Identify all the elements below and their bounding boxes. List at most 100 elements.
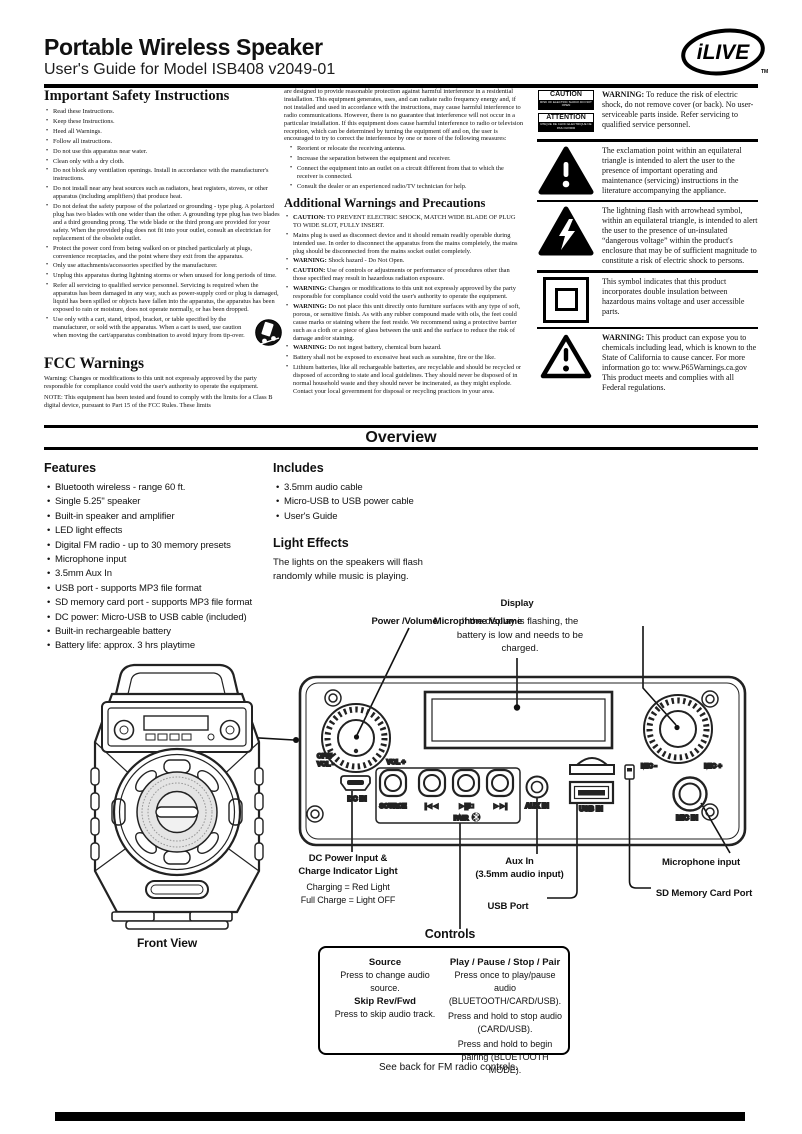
panel-outline	[298, 675, 747, 847]
features-section: Features Bluetooth wireless - range 60 f…	[44, 461, 276, 654]
logo-tm: TM	[761, 69, 768, 75]
safety-column: Important Safety Instructions Read these…	[44, 88, 282, 409]
interference-column: are designed to provide reasonable prote…	[284, 88, 524, 398]
warning-triangle-icon	[540, 335, 592, 379]
attention-box: ATTENTION RISQUE DE CHOC ELECTRIQUE NE P…	[538, 112, 594, 133]
sd-indicator	[624, 764, 635, 780]
source-button[interactable]	[378, 768, 408, 798]
panel-screws	[306, 689, 719, 823]
caution-box: CAUTION RISK OF ELECTRIC SHOCK DO NOT OP…	[538, 90, 594, 110]
display-note: If the display is flashing, the battery …	[456, 616, 584, 654]
feature-item: SD memory card port - supports MP3 file …	[44, 596, 276, 611]
interference-bullet: Increase the separation between the equi…	[288, 155, 524, 163]
safety-bullet: Read these Instructions.	[44, 108, 282, 116]
source-control-desc: Press to change audio source.	[340, 970, 430, 993]
lightning-triangle-icon	[538, 206, 594, 256]
safety-bullet: Heed all Warnings.	[44, 128, 282, 136]
includes-heading: Includes	[273, 461, 324, 475]
aux-in-jack[interactable]	[525, 775, 549, 799]
prev-label: |◄◄	[425, 803, 439, 810]
next-button[interactable]	[485, 768, 515, 798]
feature-item: USB port - supports MP3 file format	[44, 582, 276, 597]
safety-bullet: Keep these Instructions.	[44, 118, 282, 126]
light-effects-text: The lights on the speakers will flash ra…	[273, 557, 423, 582]
warning-bullet: WARNING: Do not ingest battery, chemical…	[284, 344, 524, 352]
notices-column: CAUTION RISK OF ELECTRIC SHOCK DO NOT OP…	[537, 88, 758, 395]
dc-full-charge-note: Full Charge = Light OFF	[300, 895, 396, 905]
play-control-desc3: Press and hold to begin pairing (BLUETOO…	[457, 1039, 553, 1075]
safety-list: Read these Instructions. Keep these Inst…	[44, 108, 282, 348]
play-control-desc1: Press once to play/pause audio (BLUETOOT…	[448, 970, 562, 1006]
fcc-continuation: are designed to provide reasonable prote…	[284, 88, 524, 143]
see-back-note: See back for FM radio controls.	[379, 1062, 518, 1073]
logo-text: iLIVE	[697, 41, 751, 64]
controls-heading: Controls	[424, 927, 476, 941]
footer-rule	[55, 1112, 745, 1121]
power-volume-callout: Power /Volume	[371, 616, 438, 627]
page-subtitle: User's Guide for Model ISB408 v2049-01	[44, 61, 336, 78]
source-label: SOURCE	[380, 803, 407, 810]
feature-item: Built-in rechargeable battery	[44, 625, 276, 640]
notice-divider	[537, 139, 758, 142]
interference-list: Reorient or relocate the receiving anten…	[284, 145, 524, 191]
warning-bullet: Lithium batteries, like all rechargeable…	[284, 364, 524, 396]
feature-item: Digital FM radio - up to 30 memory prese…	[44, 539, 276, 554]
next-label: ►►|	[493, 803, 507, 810]
mic-in-jack[interactable]	[672, 776, 708, 812]
include-item: 3.5mm audio cable	[273, 481, 463, 496]
warning-bullet: Battery shall not be exposed to excessiv…	[284, 354, 524, 362]
power-volume-knob[interactable]	[321, 703, 391, 773]
notice-shock: CAUTION RISK OF ELECTRIC SHOCK DO NOT OP…	[537, 90, 758, 135]
safety-heading: Important Safety Instructions	[44, 88, 230, 104]
prev-button[interactable]	[417, 768, 447, 798]
pair-label: PAIR	[454, 815, 469, 822]
warning-bullet: CAUTION: TO PREVENT ELECTRIC SHOCK, MATC…	[284, 214, 524, 230]
include-item: Micro-USB to USB power cable	[273, 495, 463, 510]
include-item: User's Guide	[273, 510, 463, 525]
dc-power-label: DC Power Input & Charge Indicator Light …	[292, 852, 404, 907]
warning-bullet: Mains plug is used as disconnect device …	[284, 232, 524, 256]
fcc-heading: FCC Warnings	[44, 354, 145, 372]
mic-volume-knob[interactable]	[643, 694, 713, 764]
usb-in-label: USB IN	[579, 806, 603, 813]
buttons-box	[375, 767, 521, 824]
feature-item: Built-in speaker and amplifier	[44, 510, 276, 525]
play-pause-button[interactable]	[451, 768, 481, 798]
safety-bullet: Do not defeat the safety purpose of the …	[44, 203, 282, 243]
dc-charging-note: Charging = Red Light	[306, 882, 390, 892]
safety-bullet: Clean only with a dry cloth.	[44, 158, 282, 166]
overview-banner: Overview	[44, 425, 758, 450]
feature-item: Battery life: approx. 3 hrs playtime	[44, 639, 276, 654]
vol-minus-label: VOL -	[317, 761, 334, 768]
warning-bullet: WARNING: Changes or modifications to thi…	[284, 285, 524, 301]
mic-plus-label: MIC +	[704, 763, 722, 770]
interference-bullet: Reorient or relocate the receiving anten…	[288, 145, 524, 153]
aux-in-callout: Aux In (3.5mm audio input)	[475, 856, 564, 880]
mic-in-label: MIC IN	[676, 815, 698, 822]
front-view-drawing	[90, 663, 264, 930]
sd-card-slot[interactable]	[569, 757, 615, 775]
page-title: Portable Wireless Speaker	[44, 34, 323, 60]
play-control-desc2: Press and hold to stop audio (CARD/USB).	[447, 1011, 563, 1034]
includes-section: Includes 3.5mm audio cable Micro-USB to …	[273, 461, 463, 583]
safety-bullet: Do not block any ventilation openings. I…	[44, 167, 282, 183]
aux-in-label: AUX IN	[525, 803, 549, 810]
controls-box: Source Press to change audio source. Ski…	[318, 946, 570, 1075]
notice-divider	[537, 270, 758, 273]
source-control-title: Source	[368, 957, 402, 968]
bluetooth-icon	[471, 812, 481, 822]
includes-list: 3.5mm audio cable Micro-USB to USB power…	[273, 481, 463, 525]
fcc-paragraph: Warning: Changes or modifications to thi…	[44, 374, 259, 390]
safety-bullet: Refer all servicing to qualified service…	[44, 282, 282, 314]
ilive-logo: iLIVE TM	[681, 28, 768, 76]
off-label: OFF/	[317, 753, 332, 760]
usb-port[interactable]	[568, 780, 615, 805]
feature-item: Microphone input	[44, 553, 276, 568]
dc-in-port[interactable]	[340, 775, 371, 791]
skip-control-title: Skip Rev/Fwd	[354, 996, 416, 1007]
feature-item: LED light effects	[44, 524, 276, 539]
fcc-paragraph: NOTE: This equipment has been tested and…	[44, 393, 273, 409]
double-insulation-icon	[543, 276, 589, 323]
interference-bullet: Consult the dealer or an experienced rad…	[288, 183, 524, 191]
